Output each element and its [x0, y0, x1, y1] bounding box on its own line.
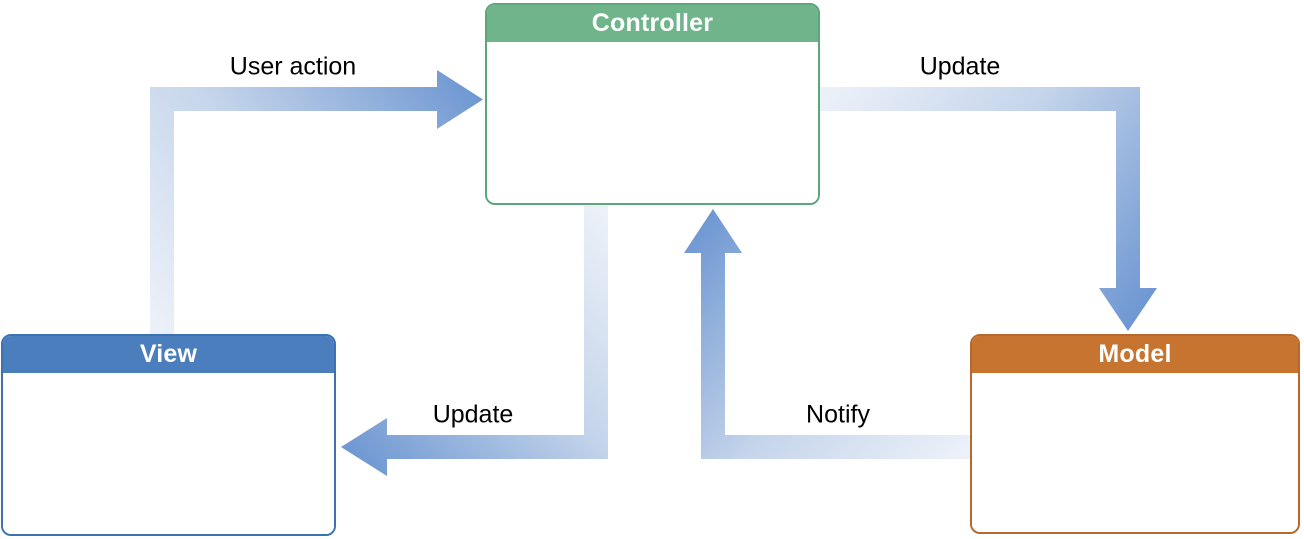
node-model-body — [972, 373, 1298, 532]
node-view-header: View — [3, 336, 334, 373]
node-controller-body — [487, 42, 818, 203]
arrow-notify — [684, 209, 970, 459]
arrow-update-view — [341, 205, 608, 476]
arrow-label-update-model: Update — [919, 52, 1001, 81]
arrow-label-user-action: User action — [229, 52, 357, 81]
node-model: Model — [970, 334, 1300, 534]
node-view: View — [1, 334, 336, 536]
node-model-title: Model — [1098, 340, 1172, 368]
arrow-update-model — [820, 87, 1157, 331]
node-view-title: View — [139, 340, 198, 368]
arrow-label-update-view: Update — [432, 400, 514, 429]
node-view-body — [3, 373, 334, 534]
arrow-label-notify: Notify — [806, 400, 870, 429]
arrow-user-action — [150, 70, 483, 334]
node-controller: Controller — [485, 3, 820, 205]
node-controller-title: Controller — [591, 9, 714, 37]
node-controller-header: Controller — [487, 5, 818, 42]
node-model-header: Model — [972, 336, 1298, 373]
